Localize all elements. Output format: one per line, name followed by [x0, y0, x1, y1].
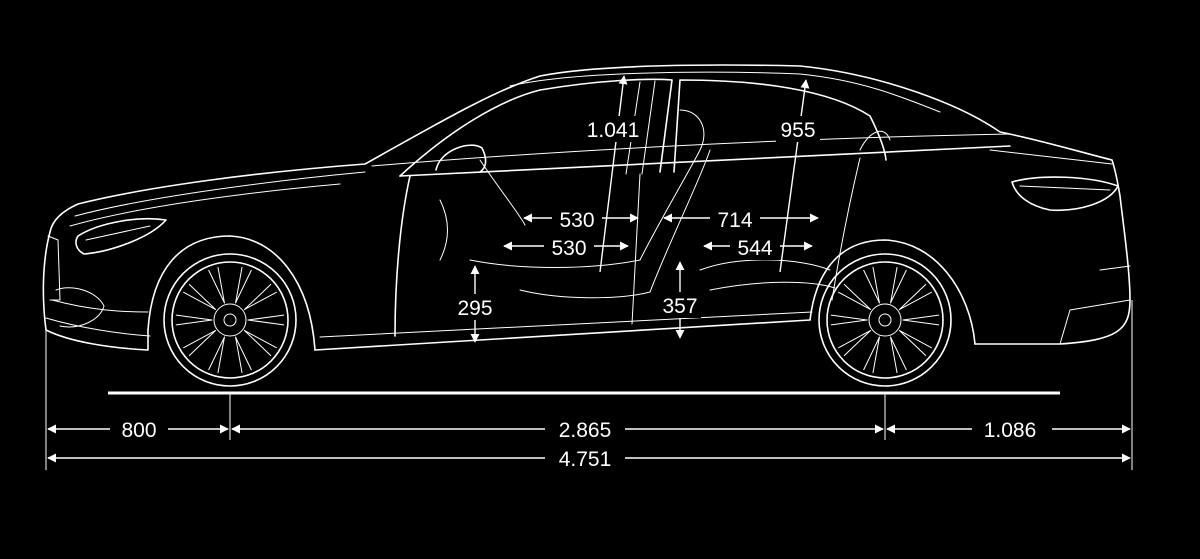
label-rear-seat-height: 357 — [662, 295, 697, 318]
label-rear-overhang: 1.086 — [984, 419, 1037, 442]
dimension-rear-headroom: 955 — [776, 79, 820, 273]
rear-wheel — [818, 253, 952, 387]
wheel-spoke — [863, 336, 880, 371]
wheel-spoke — [247, 314, 285, 321]
label-rear-headroom: 955 — [780, 119, 815, 142]
wheel-spoke — [188, 330, 216, 357]
dimension-front-overhang: 800 — [47, 416, 229, 442]
label-front-seat-height: 295 — [457, 297, 492, 320]
wheel-spoke — [890, 336, 907, 371]
wheel-spoke — [235, 269, 252, 304]
label-front-headroom: 1.041 — [587, 119, 640, 142]
wheel-spoke — [899, 330, 927, 357]
wheel-spoke — [247, 319, 285, 326]
label-overall-length: 4.751 — [559, 448, 612, 471]
wheel-spoke — [899, 283, 927, 310]
wheel-spoke — [838, 291, 871, 310]
wheel-spoke — [830, 319, 868, 326]
wheel-spoke — [890, 336, 898, 374]
dimension-rear-overhang: 1.086 — [886, 416, 1131, 442]
label-front-overhang: 800 — [121, 419, 156, 442]
wheel-spoke — [843, 330, 871, 357]
dimension-front-headroom: 1.041 — [583, 75, 643, 273]
dimension-overall-length: 4.751 — [47, 445, 1131, 471]
wheel-spoke — [872, 336, 880, 374]
wheel-spoke — [902, 314, 940, 321]
wheel-spoke — [235, 336, 252, 371]
wheel-spoke — [188, 283, 216, 310]
wheel-spoke — [175, 314, 213, 321]
wheel-spoke — [872, 266, 880, 304]
wheel-spoke — [902, 319, 940, 326]
wheel-spoke — [183, 330, 216, 349]
wheel-spoke — [244, 330, 277, 349]
wheel-spoke — [208, 269, 225, 304]
dimension-rear-legroom-upper: 714 — [663, 206, 819, 232]
dimension-front-seat-height: 295 — [454, 265, 496, 343]
wheel-spoke — [217, 336, 225, 374]
wheel-spoke — [183, 291, 216, 310]
wheel-spoke — [899, 330, 932, 349]
wheel-spoke — [244, 283, 272, 310]
wheel-spoke — [863, 269, 880, 304]
car-body-outline — [42, 64, 1131, 351]
label-front-legroom-lower: 530 — [551, 237, 586, 260]
label-front-legroom-upper: 530 — [559, 209, 594, 232]
wheel-spoke — [244, 330, 272, 357]
dimension-front-legroom-upper: 530 — [523, 206, 639, 232]
dimension-rear-seat-height: 357 — [659, 261, 701, 339]
dimension-rear-legroom-lower: 544 — [703, 234, 813, 260]
wheel-spoke — [235, 336, 243, 374]
wheel-spoke — [244, 291, 277, 310]
dimension-wheelbase: 2.865 — [231, 416, 884, 442]
wheel-spoke — [175, 319, 213, 326]
label-wheelbase: 2.865 — [559, 419, 612, 442]
wheel-spoke — [830, 314, 868, 321]
wheel-spoke — [899, 291, 932, 310]
front-wheel — [163, 253, 297, 387]
wheel-spoke — [208, 336, 225, 371]
extension-lines — [45, 300, 1133, 470]
wheel-spoke — [235, 266, 243, 304]
wheel-spoke — [890, 269, 907, 304]
wheel-spoke — [843, 283, 871, 310]
wheel-spoke — [217, 266, 225, 304]
label-rear-legroom-lower: 544 — [737, 237, 772, 260]
wheel-spoke — [890, 266, 898, 304]
wheel-spoke — [838, 330, 871, 349]
dimension-front-legroom-lower: 530 — [503, 234, 629, 260]
label-rear-legroom-upper: 714 — [717, 209, 752, 232]
